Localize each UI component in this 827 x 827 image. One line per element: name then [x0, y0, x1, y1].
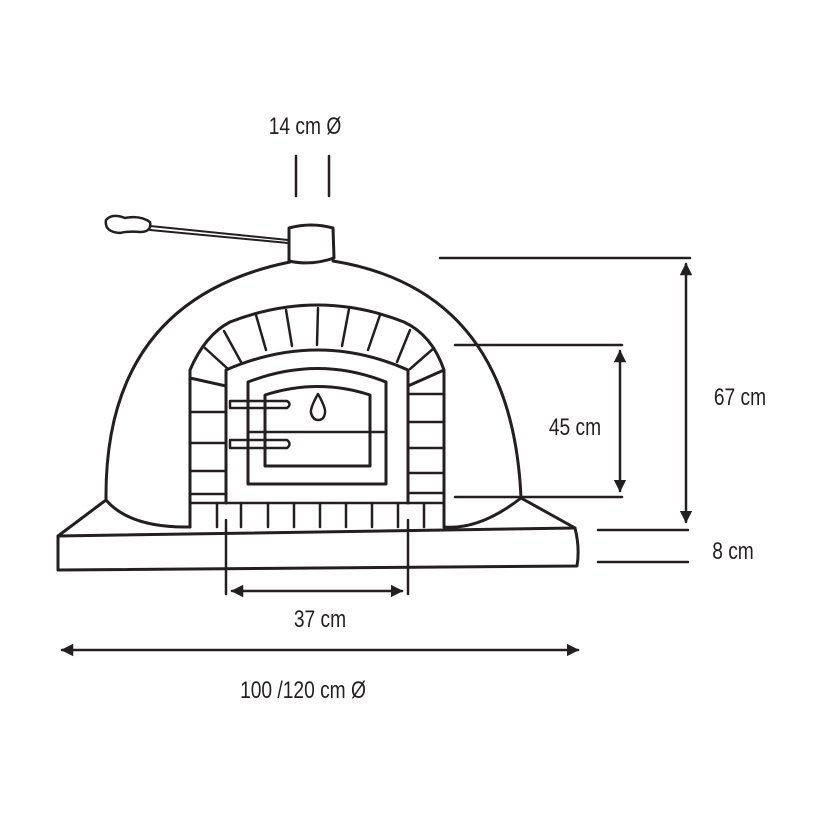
brick-arch: [188, 303, 446, 529]
flue-damper-handle: [104, 214, 289, 244]
door-height-label: 45 cm: [549, 413, 601, 441]
chimney-flue: [287, 223, 336, 265]
oven-door: [246, 367, 388, 486]
drop-icon: [309, 392, 327, 422]
flue-diameter-dimension: [294, 154, 331, 198]
base-thickness-dimension: [596, 528, 690, 564]
outer-diameter-label: 100 /120 cm Ø: [240, 676, 366, 704]
door-width-dimension: [224, 518, 410, 598]
total-height-label: 67 cm: [714, 383, 766, 411]
door-height-dimension: [453, 343, 627, 499]
door-width-label: 37 cm: [294, 605, 346, 633]
door-handles: [228, 399, 291, 450]
oven-dome: [104, 259, 523, 529]
oven-base-slab: [56, 496, 580, 572]
total-height-dimension: [438, 256, 693, 524]
flue-diameter-label: 14 cm Ø: [269, 112, 342, 140]
base-thickness-label: 8 cm: [712, 537, 754, 565]
